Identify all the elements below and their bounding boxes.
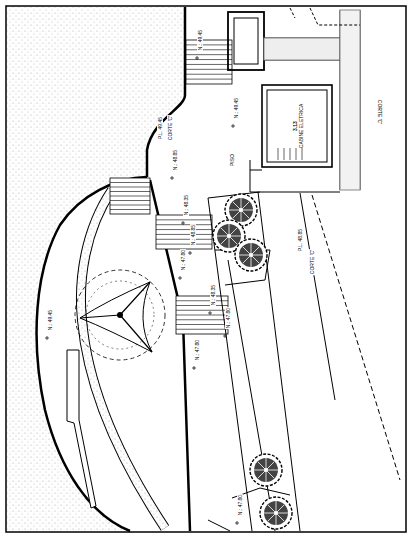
level-mark xyxy=(192,366,196,370)
tread xyxy=(186,69,232,70)
tread xyxy=(186,59,232,60)
level-label: N.: 48.85 xyxy=(172,149,178,171)
stair-treads xyxy=(278,148,302,160)
room-label: PISO xyxy=(229,153,235,167)
tread xyxy=(156,224,212,225)
level-mark xyxy=(223,334,227,338)
level-label: N.: 47.80 xyxy=(180,249,186,271)
trees xyxy=(213,194,292,529)
bench xyxy=(67,350,96,508)
tread xyxy=(156,239,212,240)
tread xyxy=(284,148,285,160)
site-lines xyxy=(208,192,400,531)
level-label: P.L. 48.85 xyxy=(297,228,303,252)
walkway xyxy=(81,190,165,528)
tread xyxy=(156,244,212,245)
level-label: N.: 48.35 xyxy=(183,194,189,216)
level-mark xyxy=(231,124,235,128)
tread xyxy=(110,205,150,206)
level-mark xyxy=(208,311,212,315)
stair-treads xyxy=(110,45,232,329)
section-mark: CORTE 'C' xyxy=(167,115,173,141)
tread xyxy=(110,182,150,183)
tread xyxy=(110,200,150,201)
section-mark: CORTE 'C' xyxy=(377,99,383,125)
level-label: N.: 47.80 xyxy=(237,494,243,516)
level-mark xyxy=(235,521,239,525)
level-label: N.: 49.45 xyxy=(47,309,53,331)
rotated-text-group: 3.13CABINE ELETRICA xyxy=(292,104,304,148)
garden-ground xyxy=(7,7,185,531)
level-label: N.: 47.80 xyxy=(194,339,200,361)
level-mark xyxy=(181,221,185,225)
stairs xyxy=(110,40,232,334)
level-mark xyxy=(170,176,174,180)
tread xyxy=(176,315,228,316)
tread xyxy=(110,191,150,192)
tread xyxy=(302,148,303,160)
level-mark xyxy=(45,336,49,340)
sculpture xyxy=(75,270,165,360)
tread xyxy=(186,54,232,55)
tread xyxy=(110,196,150,197)
level-label: N.: 48.35 xyxy=(210,284,216,306)
tread xyxy=(186,64,232,65)
tread xyxy=(156,219,212,220)
tread xyxy=(176,319,228,320)
level-label: N.: 47.80 xyxy=(225,307,231,329)
plaza-outline xyxy=(37,7,190,531)
tread xyxy=(278,148,279,160)
level-mark xyxy=(178,276,182,280)
room-number: 3.13 xyxy=(292,104,298,148)
sheet-frame xyxy=(6,6,406,532)
level-mark xyxy=(188,251,192,255)
level-label: N.: 49.45 xyxy=(197,29,203,51)
tread xyxy=(186,74,232,75)
tread xyxy=(176,310,228,311)
tread xyxy=(176,300,228,301)
level-marks xyxy=(45,56,239,525)
tread xyxy=(186,44,232,45)
level-label: P.L. 49.45 xyxy=(157,116,163,140)
tread xyxy=(156,229,212,230)
section-mark: CORTE 'C' xyxy=(309,249,315,275)
level-label: N.: 48.85 xyxy=(190,224,196,246)
tread xyxy=(110,209,150,210)
edge-line xyxy=(147,7,185,177)
tread xyxy=(186,49,232,50)
tread xyxy=(110,187,150,188)
tread xyxy=(176,324,228,325)
tread xyxy=(186,79,232,80)
tread xyxy=(290,148,291,160)
tread xyxy=(156,234,212,235)
tread xyxy=(176,305,228,306)
level-label: N.: 49.45 xyxy=(233,97,239,119)
room-name: CABINE ELETRICA xyxy=(298,104,304,148)
tread xyxy=(176,329,228,330)
tread xyxy=(296,148,297,160)
cabinet-room: 3.13CABINE ELETRICA xyxy=(278,96,318,156)
building xyxy=(228,8,360,192)
level-mark xyxy=(195,56,199,60)
walkway xyxy=(81,190,165,528)
